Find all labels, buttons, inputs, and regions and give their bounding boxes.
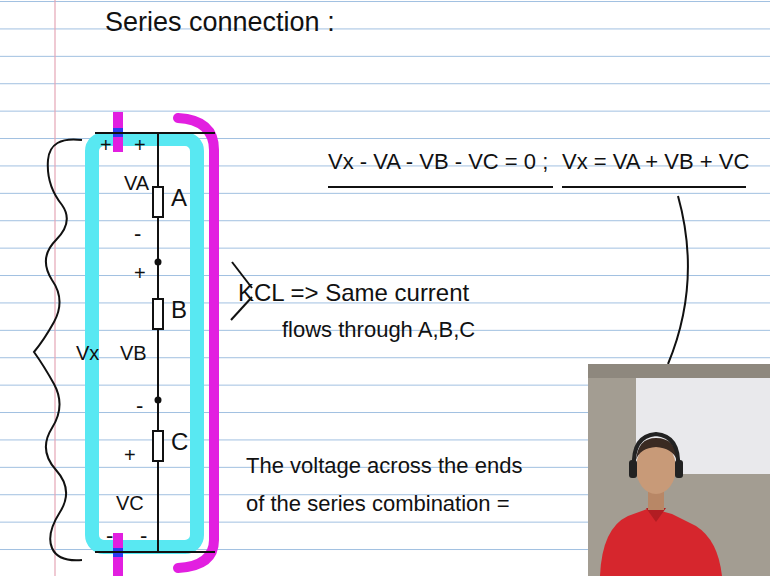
webcam-inset [588, 364, 770, 576]
resistor-symbol: C [152, 430, 164, 462]
top-wire [95, 132, 215, 134]
series-wire [158, 330, 159, 430]
kvl-equation: Vx - VA - VB - VC = 0 ; [328, 150, 548, 174]
kvl-equation: Vx = VA + VB + VC [562, 150, 749, 174]
polarity-sign: + [124, 444, 136, 466]
underline [562, 186, 746, 188]
polarity-sign: - [106, 524, 113, 548]
underline [328, 186, 553, 188]
component-name: C [171, 429, 188, 455]
polarity-sign: - [140, 524, 147, 548]
curly-brace [34, 139, 82, 560]
note-text: of the series combination = [246, 492, 510, 516]
polarity-sign: + [134, 262, 146, 284]
resistor-symbol: A [152, 186, 164, 218]
voltage-label: VC [116, 492, 144, 514]
note-text: KCL => Same current [238, 280, 469, 306]
curved-stroke [668, 196, 688, 364]
series-wire [158, 218, 159, 298]
terminal-mark [113, 533, 123, 576]
page-title: Series connection : [105, 8, 335, 38]
component-name: A [171, 185, 187, 211]
wire [157, 462, 159, 552]
polarity-sign: + [134, 134, 146, 156]
polarity-sign: - [134, 222, 141, 246]
note-text: flows through A,B,C [282, 318, 475, 342]
resistor-symbol: B [152, 298, 164, 330]
bottom-wire [95, 551, 215, 553]
wire [157, 133, 159, 186]
voltage-label: VA [124, 172, 149, 194]
margin-line [54, 0, 55, 576]
loop-highlight [92, 139, 197, 547]
polarity-sign: + [100, 134, 112, 156]
polarity-sign: - [136, 394, 143, 418]
voltage-label: Vx [76, 342, 99, 364]
voltage-label: VB [120, 342, 147, 364]
note-text: The voltage across the ends [246, 454, 522, 478]
component-name: B [171, 297, 187, 323]
